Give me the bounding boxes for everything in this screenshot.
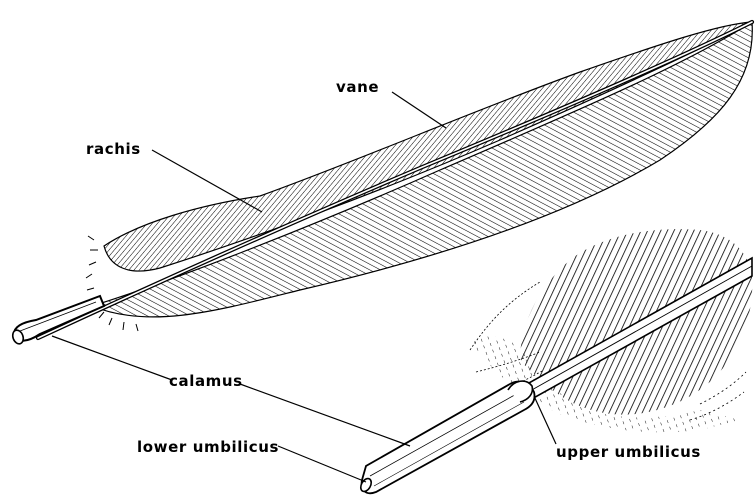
calamus-shaft	[12, 294, 106, 342]
leader-vane	[391, 91, 447, 129]
label-calamus: calamus	[169, 372, 243, 390]
label-upper-umbilicus: upper umbilicus	[556, 443, 701, 461]
label-vane: vane	[336, 78, 380, 96]
leader-rachis	[151, 149, 263, 213]
leader-lines	[51, 91, 557, 483]
leader-upper-umbilicus	[533, 395, 557, 445]
leader-calamus-main	[51, 335, 173, 381]
leader-calamus-inset	[239, 383, 411, 447]
lower-umbilicus-end	[359, 477, 373, 493]
leader-lower-umbilicus	[277, 445, 367, 483]
label-rachis: rachis	[86, 140, 141, 158]
vane-lower	[90, 20, 753, 318]
main-feather	[11, 19, 755, 345]
inset-detail	[359, 229, 753, 495]
label-lower-umbilicus: lower umbilicus	[137, 438, 280, 456]
upper-umbilicus-notch	[507, 380, 534, 403]
